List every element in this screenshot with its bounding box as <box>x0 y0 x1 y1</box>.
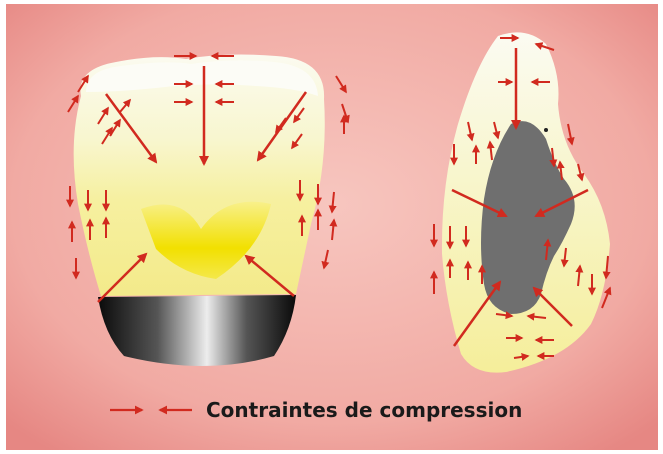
small-dot <box>544 128 548 132</box>
tooth-compression-diagram: Contraintes de compression <box>6 4 658 450</box>
legend-label: Contraintes de compression <box>206 398 522 422</box>
metal-collar <box>98 295 296 366</box>
